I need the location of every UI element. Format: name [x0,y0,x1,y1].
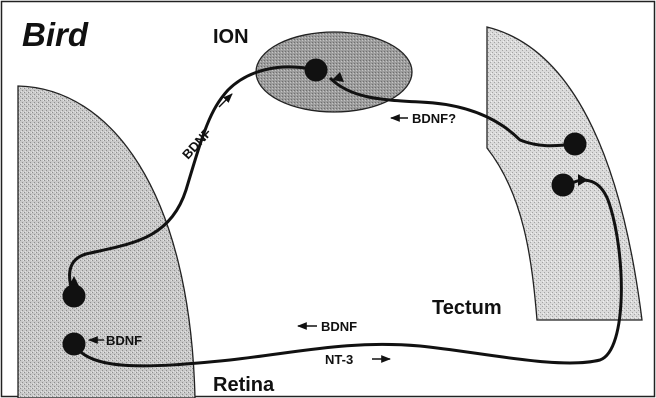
bdnf-retina-label: BDNF [106,333,142,348]
bdnf-bottom-label: BDNF [321,319,357,334]
nt3-bottom-label: NT-3 [325,352,353,367]
retina-cell-upper [63,285,86,308]
tectum-cell-lower [552,174,575,197]
tectum-region [487,27,642,320]
ion-label: ION [213,26,249,48]
tectum-cell-upper [564,133,587,156]
panel-title: Bird [22,16,89,53]
ion-cell-body [305,59,328,82]
retina-cell-lower [63,333,86,356]
tectum-label: Tectum [432,297,502,319]
bdnf-tectum-label: BDNF? [412,111,456,126]
retina-region [18,86,195,398]
retina-label: Retina [213,374,275,396]
